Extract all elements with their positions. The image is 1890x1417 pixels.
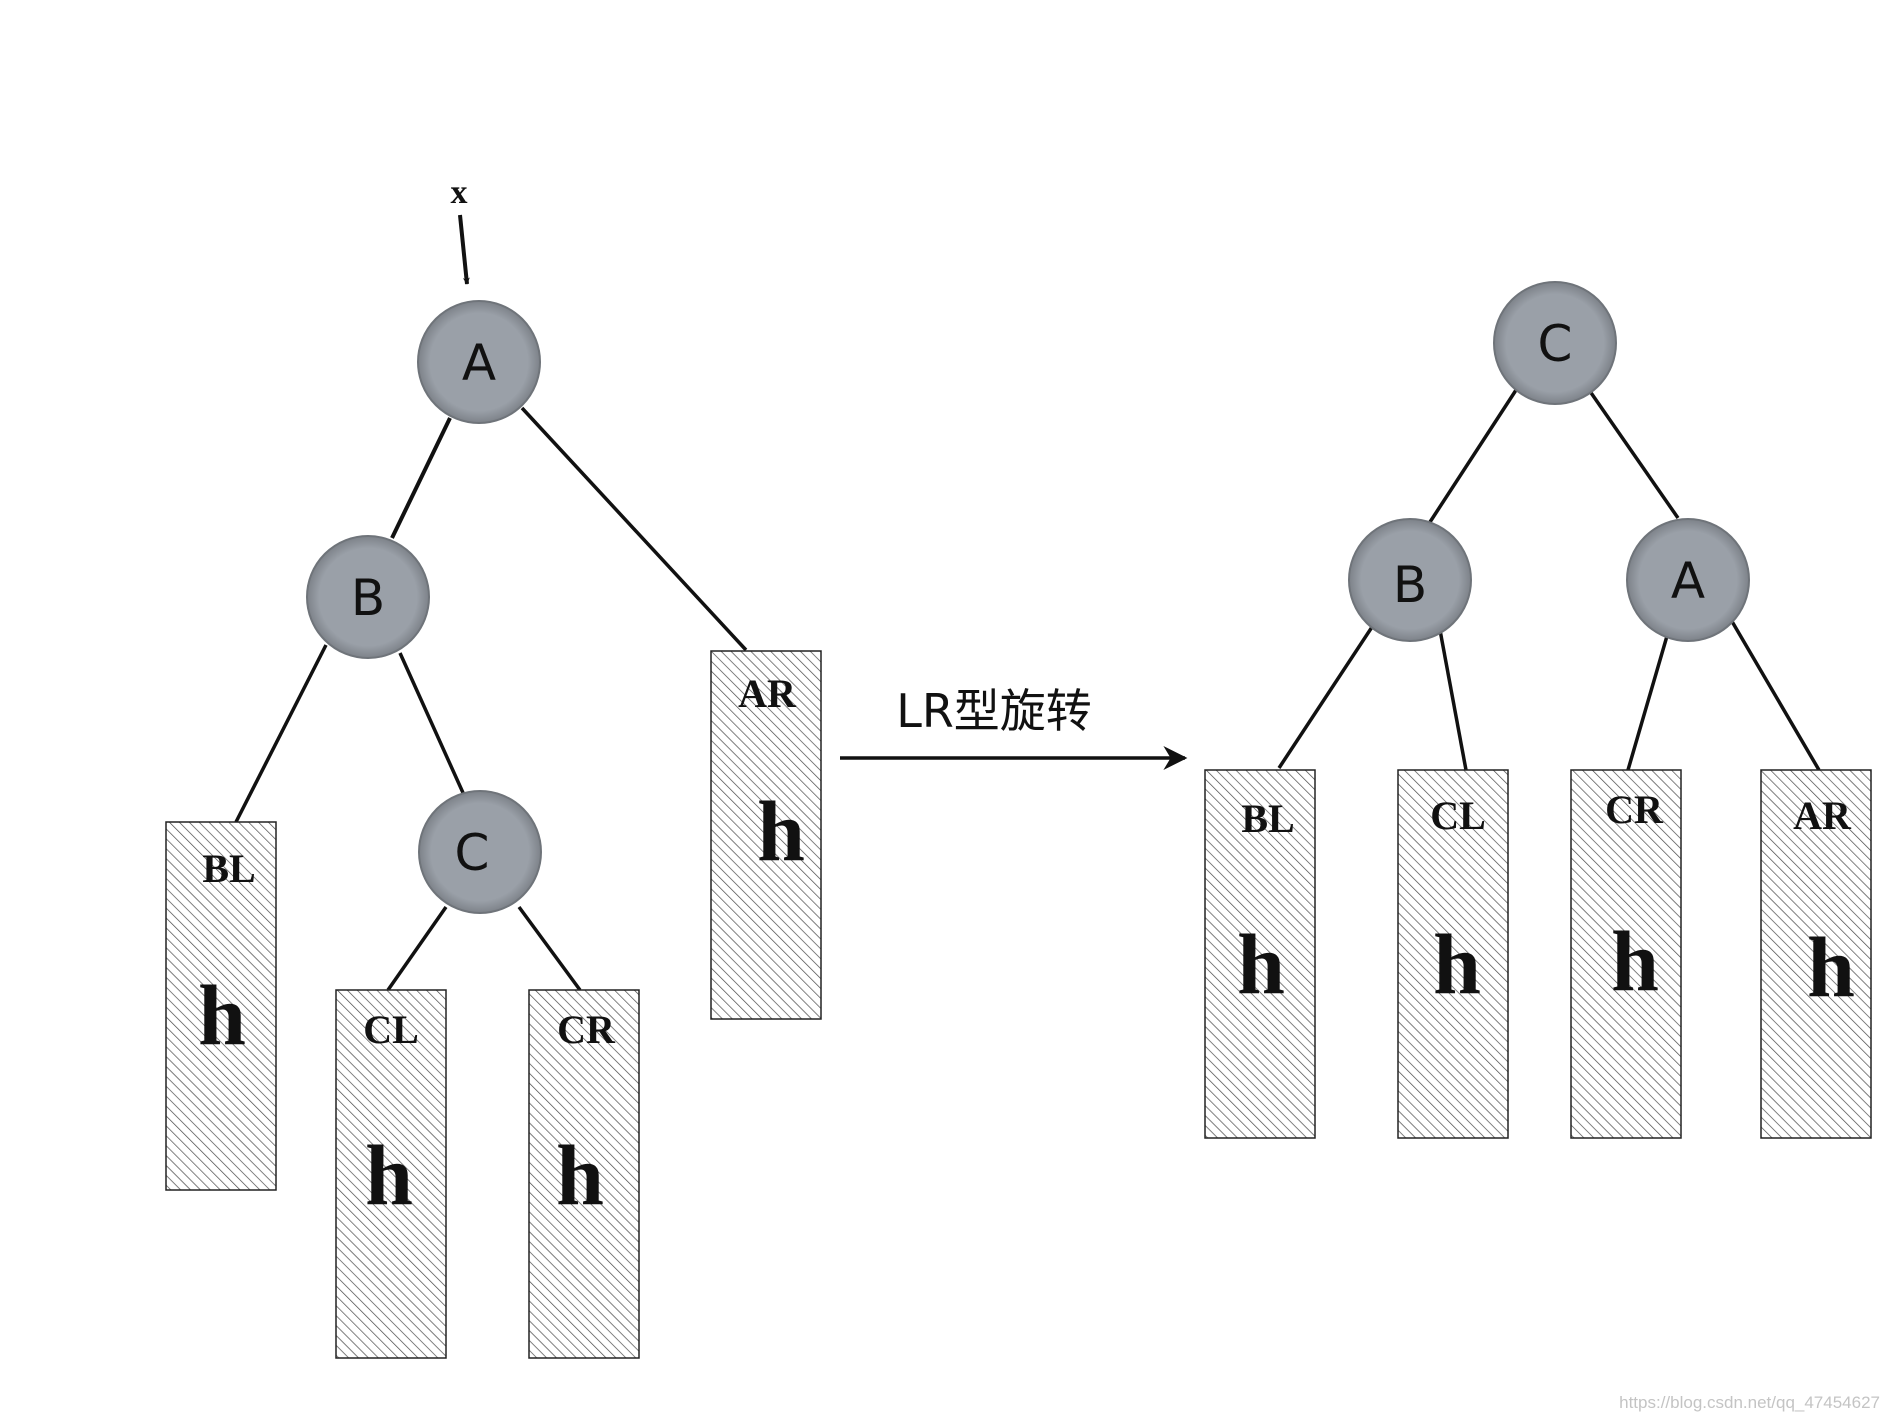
subtree-height: h xyxy=(1237,916,1285,1012)
node-label: C xyxy=(1538,315,1573,373)
edge-b-bl xyxy=(234,644,328,823)
edge-a-ar xyxy=(520,406,748,652)
before-subtree-cr: CR h xyxy=(528,989,640,1359)
subtree-height: h xyxy=(365,1127,413,1223)
after-node-b: B xyxy=(1348,518,1472,642)
before-tree: x BL h CL h CR h AR h A B xyxy=(165,174,822,1359)
after-subtree-cr: CR h xyxy=(1570,769,1682,1139)
edge-b-c xyxy=(398,652,466,796)
edge-a-cr xyxy=(1626,635,1669,771)
edge-b-bl xyxy=(1277,626,1374,769)
edge-c-a xyxy=(1585,386,1680,519)
node-label: B xyxy=(351,569,385,627)
edge-c-b xyxy=(1428,386,1520,523)
after-node-c: C xyxy=(1493,281,1617,405)
before-node-b: B xyxy=(306,535,430,659)
subtree-height: h xyxy=(1433,916,1481,1012)
subtree-label: BL xyxy=(202,846,255,891)
edge-a-ar xyxy=(1728,617,1821,771)
subtree-label: CL xyxy=(363,1007,419,1052)
subtree-label: CR xyxy=(557,1007,616,1052)
subtree-label: AR xyxy=(1793,793,1852,838)
rotation-arrow: LR型旋转 xyxy=(840,684,1188,770)
subtree-label: BL xyxy=(1241,796,1294,841)
node-label: C xyxy=(455,824,490,882)
after-node-a: A xyxy=(1626,518,1750,642)
before-node-a: A xyxy=(417,300,541,424)
pointer-arrow xyxy=(458,214,470,285)
subtree-height: h xyxy=(1611,913,1659,1009)
subtree-height: h xyxy=(1807,919,1855,1015)
subtree-height: h xyxy=(198,967,246,1063)
after-subtree-ar: AR h xyxy=(1760,769,1872,1139)
subtree-label: AR xyxy=(738,671,797,716)
after-subtree-bl: BL h xyxy=(1204,769,1316,1139)
edge-c-cr xyxy=(517,905,582,992)
edge-a-b xyxy=(390,417,452,539)
node-label: B xyxy=(1393,556,1427,614)
pointer-label: x xyxy=(451,174,468,211)
watermark: https://blog.csdn.net/qq_47454627 xyxy=(1619,1393,1880,1412)
subtree-height: h xyxy=(556,1127,604,1223)
subtree-height: h xyxy=(757,783,805,879)
before-subtree-cl: CL h xyxy=(335,989,447,1359)
before-node-c: C xyxy=(418,790,542,914)
after-subtree-cl: CL h xyxy=(1397,769,1509,1139)
subtree-label: CR xyxy=(1605,787,1664,832)
node-label: A xyxy=(462,334,496,392)
after-tree: BL h CL h CR h AR h C B A xyxy=(1204,281,1872,1139)
operation-label: LR型旋转 xyxy=(896,684,1092,738)
before-subtree-bl: BL h xyxy=(165,821,277,1191)
edge-c-cl xyxy=(386,905,448,992)
node-label: A xyxy=(1671,552,1705,610)
subtree-label: CL xyxy=(1430,793,1486,838)
edge-b-cl xyxy=(1438,629,1468,771)
before-subtree-ar: AR h xyxy=(710,650,822,1020)
